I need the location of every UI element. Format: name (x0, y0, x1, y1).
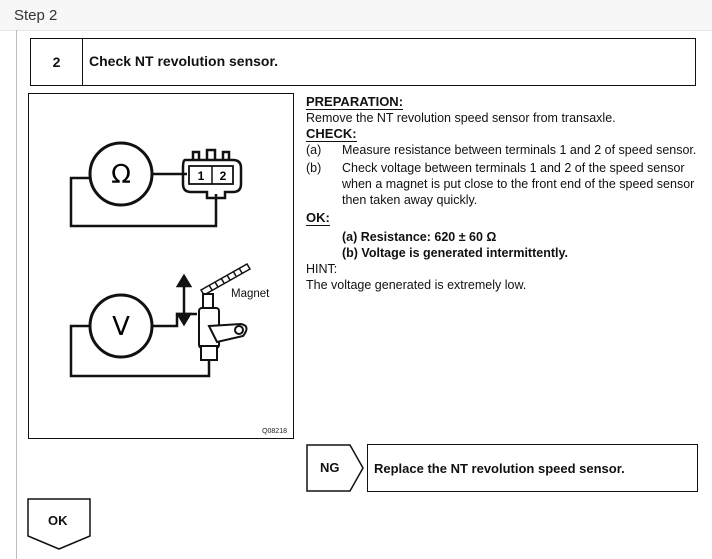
diagram-code: Q08218 (262, 428, 287, 435)
ng-action-text: Replace the NT revolution speed sensor. (374, 461, 625, 476)
preparation-heading: PREPARATION: (306, 94, 404, 110)
check-item-label: (b) (306, 161, 322, 175)
magnet-label: Magnet (231, 288, 270, 300)
ok-label: OK (48, 513, 68, 528)
voltmeter-meter (88, 293, 154, 359)
hint-text: The voltage generated is extremely low. (306, 278, 527, 292)
ng-label: NG (320, 460, 340, 475)
ok-arrow-shape (27, 498, 91, 550)
preparation-text: Remove the NT revolution speed sensor fr… (306, 111, 616, 125)
check-item: (b) Check voltage between terminals 1 an… (306, 160, 706, 208)
check-item-text: Check voltage between terminals 1 and 2 … (342, 161, 695, 207)
ng-arrow-shape (306, 444, 364, 492)
diagram-drawing: Ω 1 2 V (69, 141, 252, 378)
speed-sensor-drawing (198, 293, 248, 361)
movement-arrow (175, 273, 193, 327)
volt-symbol: V (112, 312, 130, 342)
check-item-text: Measure resistance between terminals 1 a… (342, 143, 697, 157)
step-box: 2 Check NT revolution sensor. (30, 38, 696, 86)
step-number: 2 (31, 39, 83, 85)
step-title: Step 2 (14, 7, 58, 24)
instructions-panel: PREPARATION: Remove the NT revolution sp… (306, 94, 706, 293)
ohm-symbol: Ω (111, 160, 131, 190)
hint-heading: HINT: (306, 262, 338, 276)
ok-criterion: (a) Resistance: 620 ± 60 Ω (342, 230, 497, 244)
ok-criterion: (b) Voltage is generated intermittently. (342, 246, 568, 260)
ng-action-box: Replace the NT revolution speed sensor. (367, 444, 698, 492)
check-heading: CHECK: (306, 126, 357, 142)
sensor-connector (181, 148, 243, 200)
step-header: Step 2 (0, 0, 712, 31)
check-item-label: (a) (306, 143, 322, 157)
ohmmeter-meter (88, 141, 154, 207)
ohmmeter-circuit (69, 172, 218, 228)
wiring-diagram: Ω 1 2 V (28, 93, 294, 439)
page-frame (16, 30, 712, 559)
ok-result-box: OK (27, 498, 91, 550)
ng-result-box: NG (306, 444, 364, 492)
terminal-2-label: 2 (220, 169, 227, 183)
check-item: (a) Measure resistance between terminals… (306, 142, 706, 158)
step-label: Check NT revolution sensor. (89, 53, 279, 69)
ok-heading: OK: (306, 210, 330, 226)
terminal-1-label: 1 (198, 169, 205, 183)
